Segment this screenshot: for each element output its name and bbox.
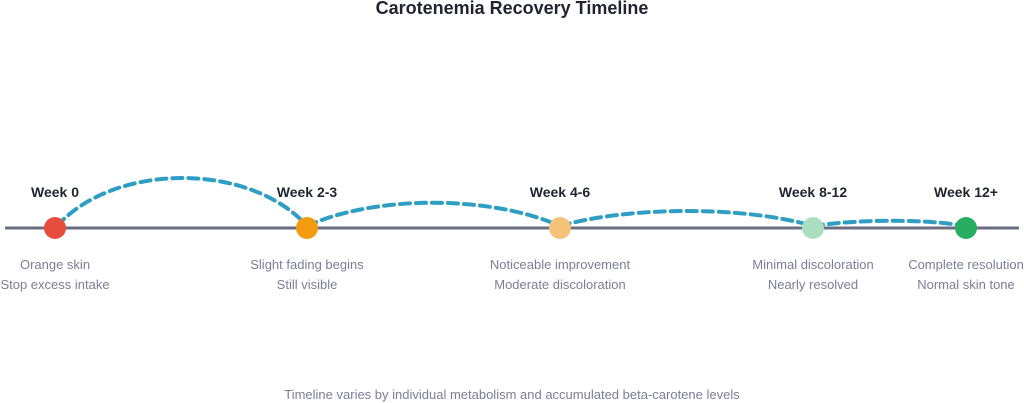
milestone-week-label: Week 8-12 [779,184,847,200]
diagram-title: Carotenemia Recovery Timeline [375,0,649,18]
milestone-week-4-6: Week 4-6 Noticeable improvement Moderate… [490,184,631,292]
milestone-line1: Minimal discoloration [752,257,873,272]
milestone-line2: Moderate discoloration [494,277,626,292]
milestone-week-0: Week 0 Orange skin Stop excess intake [0,184,109,292]
footer-note: Timeline varies by individual metabolism… [284,387,740,402]
milestone-line1: Noticeable improvement [490,257,631,272]
milestone-line1: Slight fading begins [250,257,364,272]
milestone-marker [296,217,318,239]
progress-arc-2 [305,200,562,228]
progress-arcs [55,176,968,228]
progress-arc-3 [558,209,815,228]
progress-arc-4 [811,218,968,228]
milestone-marker [802,217,824,239]
milestone-week-label: Week 4-6 [530,184,591,200]
milestone-marker [549,217,571,239]
milestone-line2: Still visible [277,277,338,292]
progress-arc-1 [55,176,309,228]
milestone-week-8-12: Week 8-12 Minimal discoloration Nearly r… [752,184,873,292]
milestone-line2: Nearly resolved [768,277,858,292]
milestone-line1: Orange skin [20,257,90,272]
milestone-line1: Complete resolution [908,257,1024,272]
milestone-marker [44,217,66,239]
milestone-marker [955,217,977,239]
milestone-line2: Stop excess intake [0,277,109,292]
milestone-week-2-3: Week 2-3 Slight fading begins Still visi… [250,184,364,292]
milestone-week-label: Week 0 [31,184,79,200]
milestone-week-label: Week 2-3 [277,184,338,200]
milestone-line2: Normal skin tone [917,277,1015,292]
milestone-week-12-plus: Week 12+ Complete resolution Normal skin… [908,184,1024,292]
milestone-week-label: Week 12+ [934,184,998,200]
